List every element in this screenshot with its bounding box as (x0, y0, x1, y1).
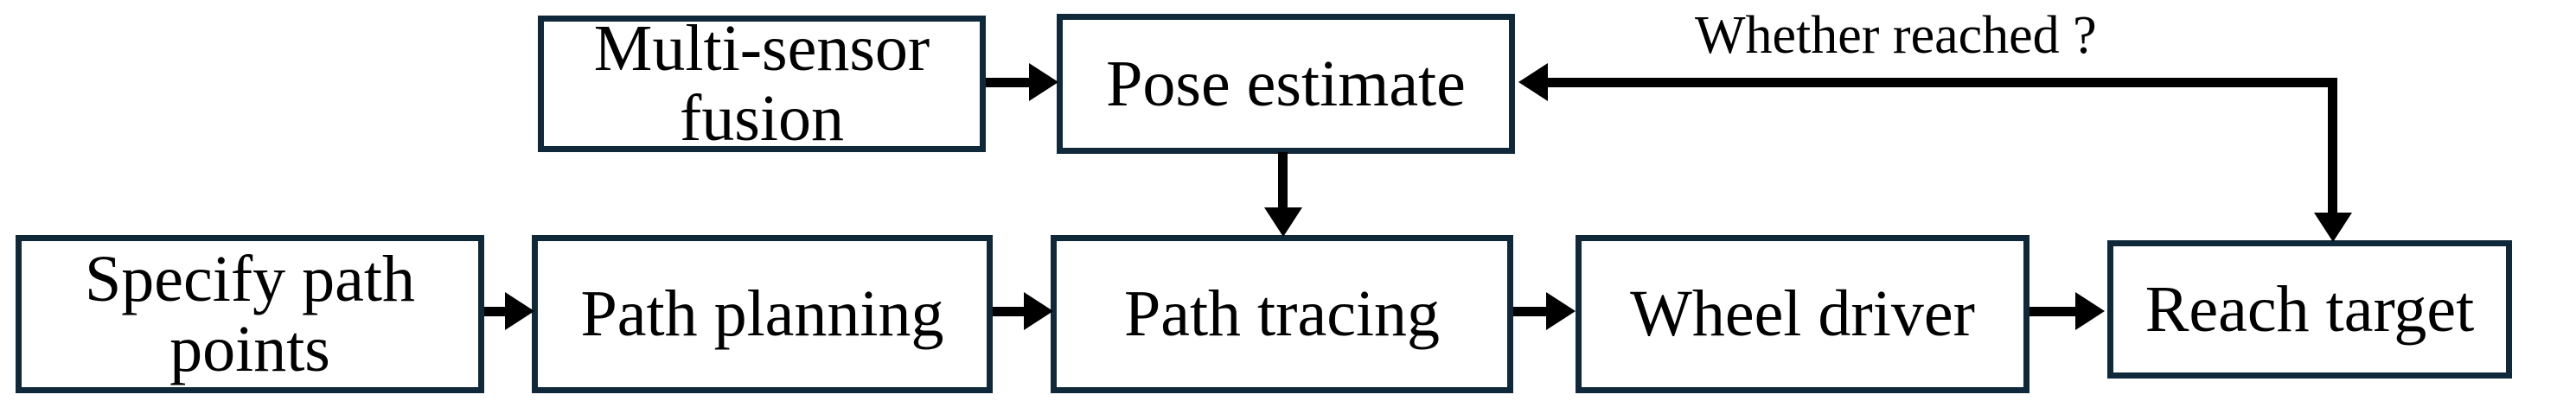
edge-points-to-planning-line (484, 307, 512, 316)
node-pose-estimate[interactable]: Pose estimate (1057, 14, 1515, 154)
node-label: Reach target (2145, 272, 2475, 346)
edge-wheel-to-reach-line (2029, 307, 2080, 316)
edge-feedback-vertical-line (2328, 78, 2337, 214)
node-specify-path-points[interactable]: Specify path points (16, 235, 484, 393)
node-label: Path tracing (1123, 277, 1441, 351)
node-label: Multi-sensor fusion (593, 12, 930, 155)
edge-feedback-arrowhead-to-pose (1518, 63, 1548, 101)
edge-wheel-to-reach-arrowhead (2075, 292, 2105, 330)
node-label: Wheel driver (1630, 277, 1975, 351)
edge-pose-to-tracing-arrowhead (1264, 207, 1302, 237)
edge-points-to-planning-arrowhead (505, 292, 534, 330)
edge-tracing-to-wheel-arrowhead (1546, 292, 1576, 330)
node-path-planning[interactable]: Path planning (532, 235, 993, 393)
edge-feedback-horizontal-line (1548, 78, 2337, 87)
edge-pose-to-tracing-line (1278, 152, 1288, 209)
edge-fusion-to-pose-arrowhead (1029, 63, 1058, 101)
node-wheel-driver[interactable]: Wheel driver (1576, 235, 2029, 393)
node-path-tracing[interactable]: Path tracing (1051, 235, 1513, 393)
edge-tracing-to-wheel-line (1513, 307, 1550, 316)
edge-label-whether-reached: Whether reached ? (1695, 6, 2097, 65)
node-label: Pose estimate (1106, 47, 1466, 120)
edge-planning-to-tracing-line (993, 307, 1027, 316)
edge-planning-to-tracing-arrowhead (1024, 292, 1053, 330)
node-reach-target[interactable]: Reach target (2107, 240, 2512, 379)
node-label: Specify path points (84, 242, 415, 385)
edge-feedback-arrowhead-to-reach (2314, 213, 2352, 242)
node-multi-sensor-fusion[interactable]: Multi-sensor fusion (538, 12, 986, 155)
node-label: Path planning (580, 277, 944, 351)
edge-fusion-to-pose-line (986, 78, 1031, 87)
